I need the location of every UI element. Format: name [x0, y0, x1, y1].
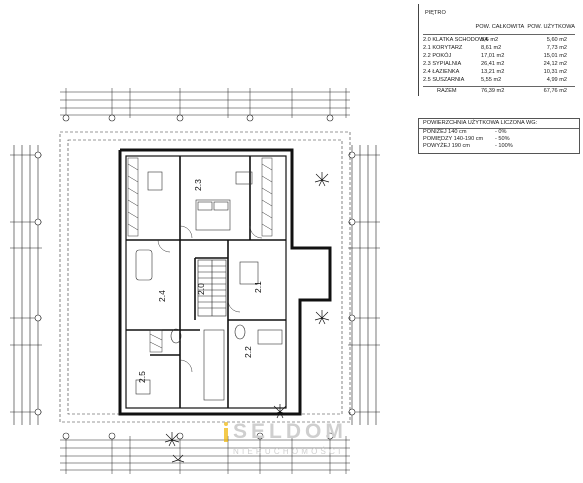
usage-row: PONIŻEJ 140 cm- 0% [423, 129, 507, 135]
usage-row: POMIĘDZY 140-190 cm- 50% [423, 136, 510, 142]
usage-rules-box: POWIERZCHNIA UŻYTKOWA LICZONA WG: PONIŻE… [418, 118, 580, 154]
usage-row: POWYŻEJ 190 cm- 100% [423, 143, 513, 149]
room-label-2-5: 2.5 [137, 371, 147, 383]
area-table: PIĘTRO POW. CAŁKOWITA POW. UŻYTKOWA 2.0 … [418, 4, 577, 96]
room-label-2-4: 2.4 [157, 290, 167, 302]
header-total: POW. CAŁKOWITA [475, 24, 525, 30]
floor-title: PIĘTRO [425, 10, 446, 16]
room-label-2-3: 2.3 [193, 179, 203, 191]
header-usable: POW. UŻYTKOWA [527, 24, 575, 30]
watermark-subtitle: NIERUCHOMOŚCI [233, 447, 344, 456]
watermark-logo: SELDOM [233, 420, 347, 443]
room-label-2-1: 2.1 [253, 281, 263, 293]
room-label-2-0: 2.0 [196, 283, 206, 295]
room-label-2-2: 2.2 [243, 346, 253, 358]
usage-rules-header: POWIERZCHNIA UŻYTKOWA LICZONA WG: [423, 120, 538, 126]
